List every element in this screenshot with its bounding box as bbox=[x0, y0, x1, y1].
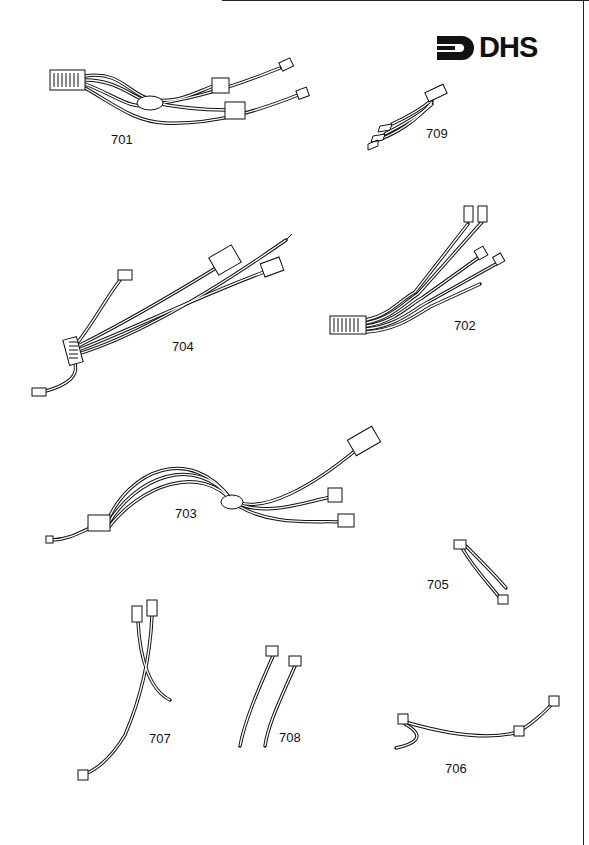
callout-number: 703 bbox=[175, 507, 197, 520]
callout-number: 707 bbox=[149, 732, 171, 745]
callout-number: 701 bbox=[111, 133, 133, 146]
callout-number: 705 bbox=[427, 578, 449, 591]
callout-number: 709 bbox=[426, 127, 448, 140]
callout-number: 706 bbox=[445, 762, 467, 775]
logo-text: DHS bbox=[479, 33, 537, 62]
callout-number: 704 bbox=[172, 340, 194, 353]
callout-number: 708 bbox=[279, 731, 301, 744]
callout-number: 702 bbox=[454, 319, 476, 332]
